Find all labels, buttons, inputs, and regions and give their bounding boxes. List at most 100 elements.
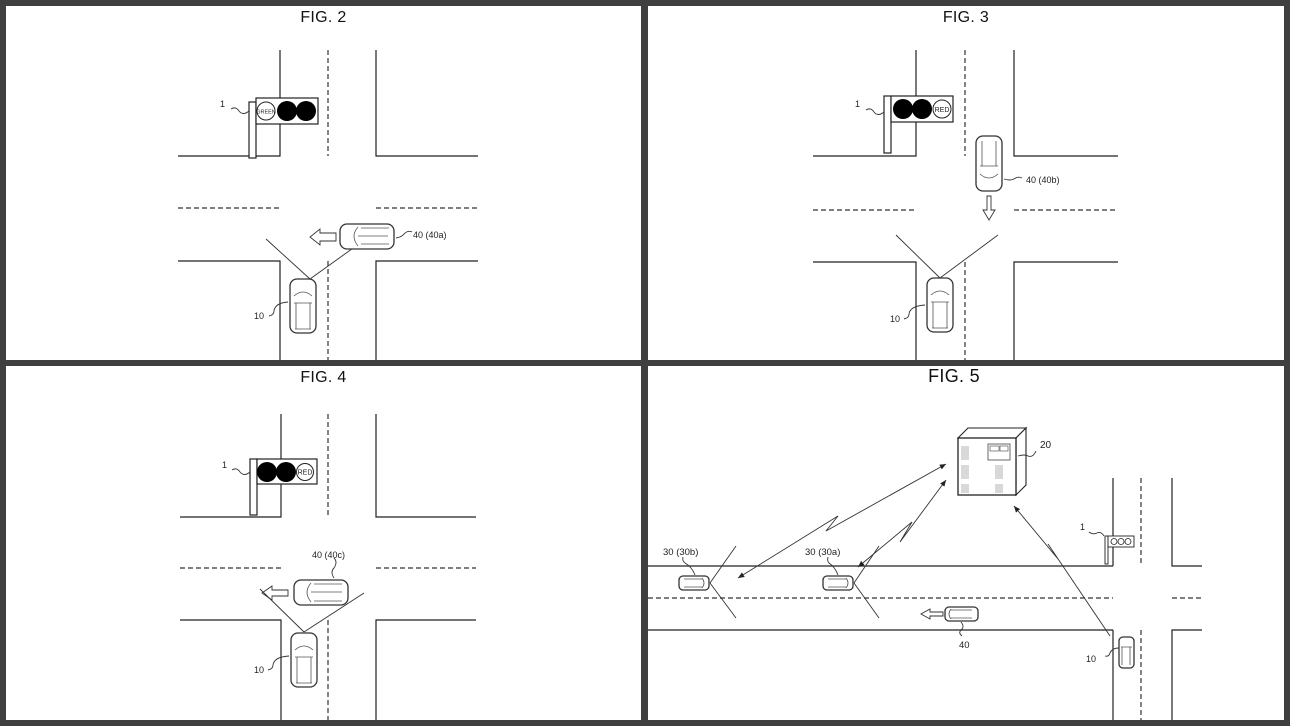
signal-text: RED [935, 107, 950, 114]
drawing-stroke [259, 588, 305, 633]
server-20 [956, 426, 1028, 497]
traffic-light: RED [883, 95, 954, 154]
drawing-stroke [1003, 176, 1023, 181]
drawing-stroke [684, 577, 705, 589]
drawing-stroke [989, 445, 1000, 452]
server-label: 20 [1040, 440, 1052, 451]
figure-title: FIG. 5 [928, 366, 980, 386]
drawing-stroke [231, 468, 251, 475]
drawing-stroke [1118, 636, 1135, 669]
direction-arrow [982, 195, 996, 221]
other-vehicle-label: 40 (40c) [312, 550, 345, 560]
own-vehicle-10 [289, 278, 317, 334]
drawing-stroke [331, 557, 337, 579]
drawing-stroke [895, 234, 941, 279]
drawing-stroke [865, 108, 885, 115]
figure-3-drawing: RED 1 10 40 (40b) [813, 50, 1118, 360]
road-edge [1013, 261, 1118, 360]
drawing-stroke [678, 575, 710, 591]
drawing-stroke [828, 577, 849, 589]
drawing-stroke [959, 621, 964, 637]
figure-4-drawing: RED 1 10 40 (40c) [180, 414, 476, 720]
drawing-stroke [248, 101, 257, 159]
drawing-stroke [1017, 450, 1037, 457]
drawing-stroke [296, 463, 314, 481]
drawing-stroke [1104, 535, 1109, 565]
figure-title: FIG. 3 [942, 9, 990, 26]
probe-vehicle-30a [822, 575, 854, 591]
drawing-stroke [296, 101, 316, 121]
drawing-stroke [353, 226, 389, 247]
drawing-stroke [903, 304, 926, 320]
road-edge [375, 50, 478, 157]
direction-arrow [309, 228, 337, 246]
drawing-stroke [975, 135, 1003, 192]
other-vehicle-label: 40 [959, 640, 970, 651]
drawing-stroke [926, 277, 954, 333]
road-edge [180, 414, 282, 518]
comm-link-30a [857, 479, 947, 568]
drawing-stroke [1121, 646, 1132, 665]
probe-vehicle-30b [678, 575, 710, 591]
own-vehicle-10 [926, 277, 954, 333]
figure-2-drawing: GREEN 1 10 40 (40a) [178, 50, 478, 360]
drawing-stroke [256, 101, 276, 121]
drawing-stroke [265, 238, 311, 280]
road-edge [375, 414, 476, 518]
drawing-stroke [1015, 426, 1027, 497]
own-vehicle-label: 10 [254, 311, 264, 321]
signal-text: RED [298, 470, 313, 477]
drawing-stroke [944, 606, 979, 622]
drawing-stroke [822, 575, 854, 591]
other-vehicle-40a [339, 223, 395, 250]
drawing-stroke [294, 645, 314, 684]
traffic-light-label: 1 [855, 99, 860, 109]
road-edge [178, 50, 281, 157]
road-edge [375, 260, 478, 360]
drawing-stroke [930, 290, 950, 329]
figure-5-panel: FIG. 5 20 [648, 366, 1284, 720]
traffic-light-label: 1 [1080, 522, 1085, 532]
drawing-stroke [303, 592, 365, 633]
drawing-stroke [290, 632, 318, 688]
figure-2-panel: FIG. 2 GREEN 1 10 [6, 6, 641, 360]
road-edge [375, 619, 476, 720]
traffic-light: RED [249, 458, 318, 516]
drawing-stroke [257, 462, 277, 482]
drawing-stroke [395, 230, 413, 239]
other-vehicle-40b [975, 135, 1003, 192]
drawing-stroke [893, 99, 913, 119]
signal-text: GREEN [256, 110, 276, 116]
drawing-stroke [267, 655, 290, 671]
drawing-stroke [1124, 538, 1132, 545]
road-edge [178, 260, 281, 360]
drawing-stroke [268, 301, 289, 317]
drawing-stroke [853, 545, 880, 584]
own-vehicle-label: 10 [890, 314, 900, 324]
other-vehicle-label: 40 (40a) [413, 230, 447, 240]
own-vehicle-10 [1118, 636, 1135, 669]
drawing-stroke [276, 462, 296, 482]
drawing-stroke [912, 99, 932, 119]
drawing-stroke [709, 545, 737, 584]
drawing-stroke [230, 107, 250, 114]
drawing-stroke [289, 278, 317, 334]
direction-arrow [261, 585, 289, 601]
own-vehicle-10 [290, 632, 318, 688]
other-vehicle-label: 40 (40b) [1026, 175, 1060, 185]
drawing-stroke [961, 446, 1003, 493]
drawing-stroke [1104, 647, 1120, 657]
drawing-stroke [306, 582, 342, 603]
road-edge [180, 619, 282, 720]
other-vehicle-40c [293, 579, 349, 606]
comm-link-10 [1013, 505, 1111, 637]
drawing-stroke [1110, 538, 1118, 545]
road-edge [1171, 478, 1202, 567]
direction-arrow [920, 608, 944, 620]
drawing-stroke [309, 245, 357, 280]
drawing-stroke [932, 99, 952, 119]
drawing-stroke [709, 582, 737, 619]
drawing-stroke [339, 223, 395, 250]
drawing-stroke [1117, 538, 1125, 545]
drawing-stroke [883, 95, 892, 154]
